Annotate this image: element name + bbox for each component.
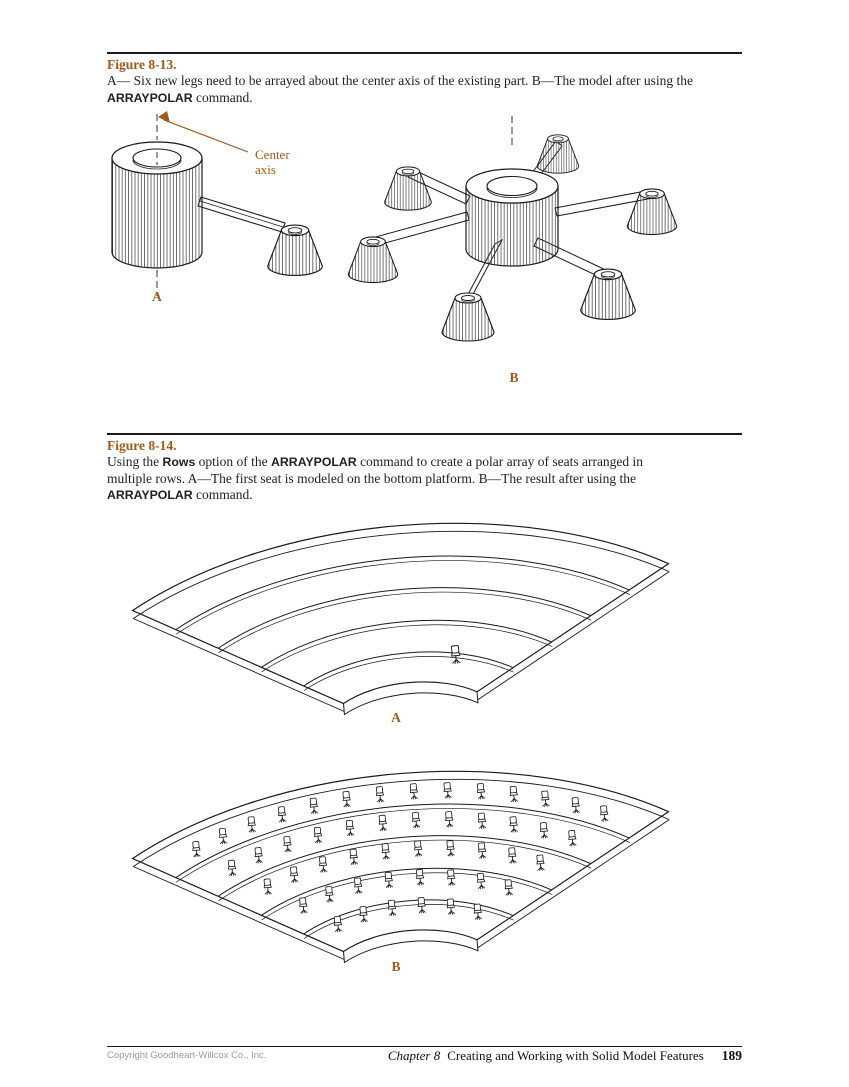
foot-4 bbox=[580, 268, 636, 321]
arraypolar-command-name-2: ARRAYPOLAR bbox=[271, 455, 357, 469]
footer-copyright: Copyright Goodheart-Willcox Co., Inc. bbox=[107, 1050, 267, 1061]
figure14-caption-text-1: Using the bbox=[107, 454, 163, 469]
tiered-platform-b bbox=[126, 753, 680, 978]
figure14-label-b: B bbox=[391, 959, 401, 974]
figure14-top-rule bbox=[107, 433, 742, 435]
figure14-title: Figure 8-14. bbox=[107, 438, 177, 453]
footer-chapter: Chapter 8 Creating and Working with Solid… bbox=[388, 1048, 742, 1064]
chapter-label: Chapter 8 bbox=[387, 1048, 441, 1063]
figure13-drawing-b bbox=[340, 114, 710, 354]
figure13-label-b: B bbox=[509, 370, 519, 385]
footer-rule bbox=[107, 1046, 742, 1047]
arraypolar-command-name-3: ARRAYPOLAR bbox=[107, 488, 193, 502]
center-axis-arrow bbox=[163, 119, 249, 153]
foot-6 bbox=[536, 134, 580, 174]
figure13-caption-text-1: A— Six new legs need to be arrayed about… bbox=[107, 73, 693, 88]
figure13-drawing-a bbox=[102, 110, 342, 310]
figure14-caption-text-4: command. bbox=[192, 487, 253, 502]
figure14-caption: Using the Rows option of the ARRAYPOLAR … bbox=[107, 454, 667, 504]
part-single-leg bbox=[111, 111, 323, 296]
figure14-caption-text-2: option of the bbox=[195, 454, 272, 469]
figure13-label-a: A bbox=[152, 289, 162, 304]
foot-1 bbox=[384, 166, 432, 211]
figure13-top-rule bbox=[107, 52, 742, 54]
cylinder-hole bbox=[486, 175, 538, 197]
rows-option-name: Rows bbox=[162, 455, 196, 469]
foot-3 bbox=[441, 292, 495, 342]
figure13-caption-text-2: command. bbox=[192, 89, 253, 105]
figure14-drawing-b bbox=[118, 753, 688, 978]
arraypolar-command-name: ARRAYPOLAR bbox=[107, 90, 193, 105]
leg-2 bbox=[371, 211, 470, 247]
chapter-title: Creating and Working with Solid Model Fe… bbox=[447, 1048, 704, 1063]
part-six-legs bbox=[347, 116, 678, 342]
figure14-caption-text-3: command to create a polar array of seats… bbox=[107, 454, 644, 486]
figure13-caption: A— Six new legs need to be arrayed about… bbox=[107, 73, 722, 106]
leg-foot bbox=[267, 224, 323, 277]
figure13-title: Figure 8-13. bbox=[107, 57, 177, 72]
tiered-platform-a bbox=[126, 505, 680, 720]
page-number: 189 bbox=[721, 1048, 742, 1063]
center-axis-label: Center axis bbox=[255, 147, 290, 177]
figure14-label-a: A bbox=[391, 710, 401, 725]
arrowhead-icon bbox=[158, 111, 170, 123]
foot-2 bbox=[347, 236, 399, 284]
figure14-drawing-a bbox=[118, 505, 688, 720]
leg-arm bbox=[197, 196, 286, 233]
